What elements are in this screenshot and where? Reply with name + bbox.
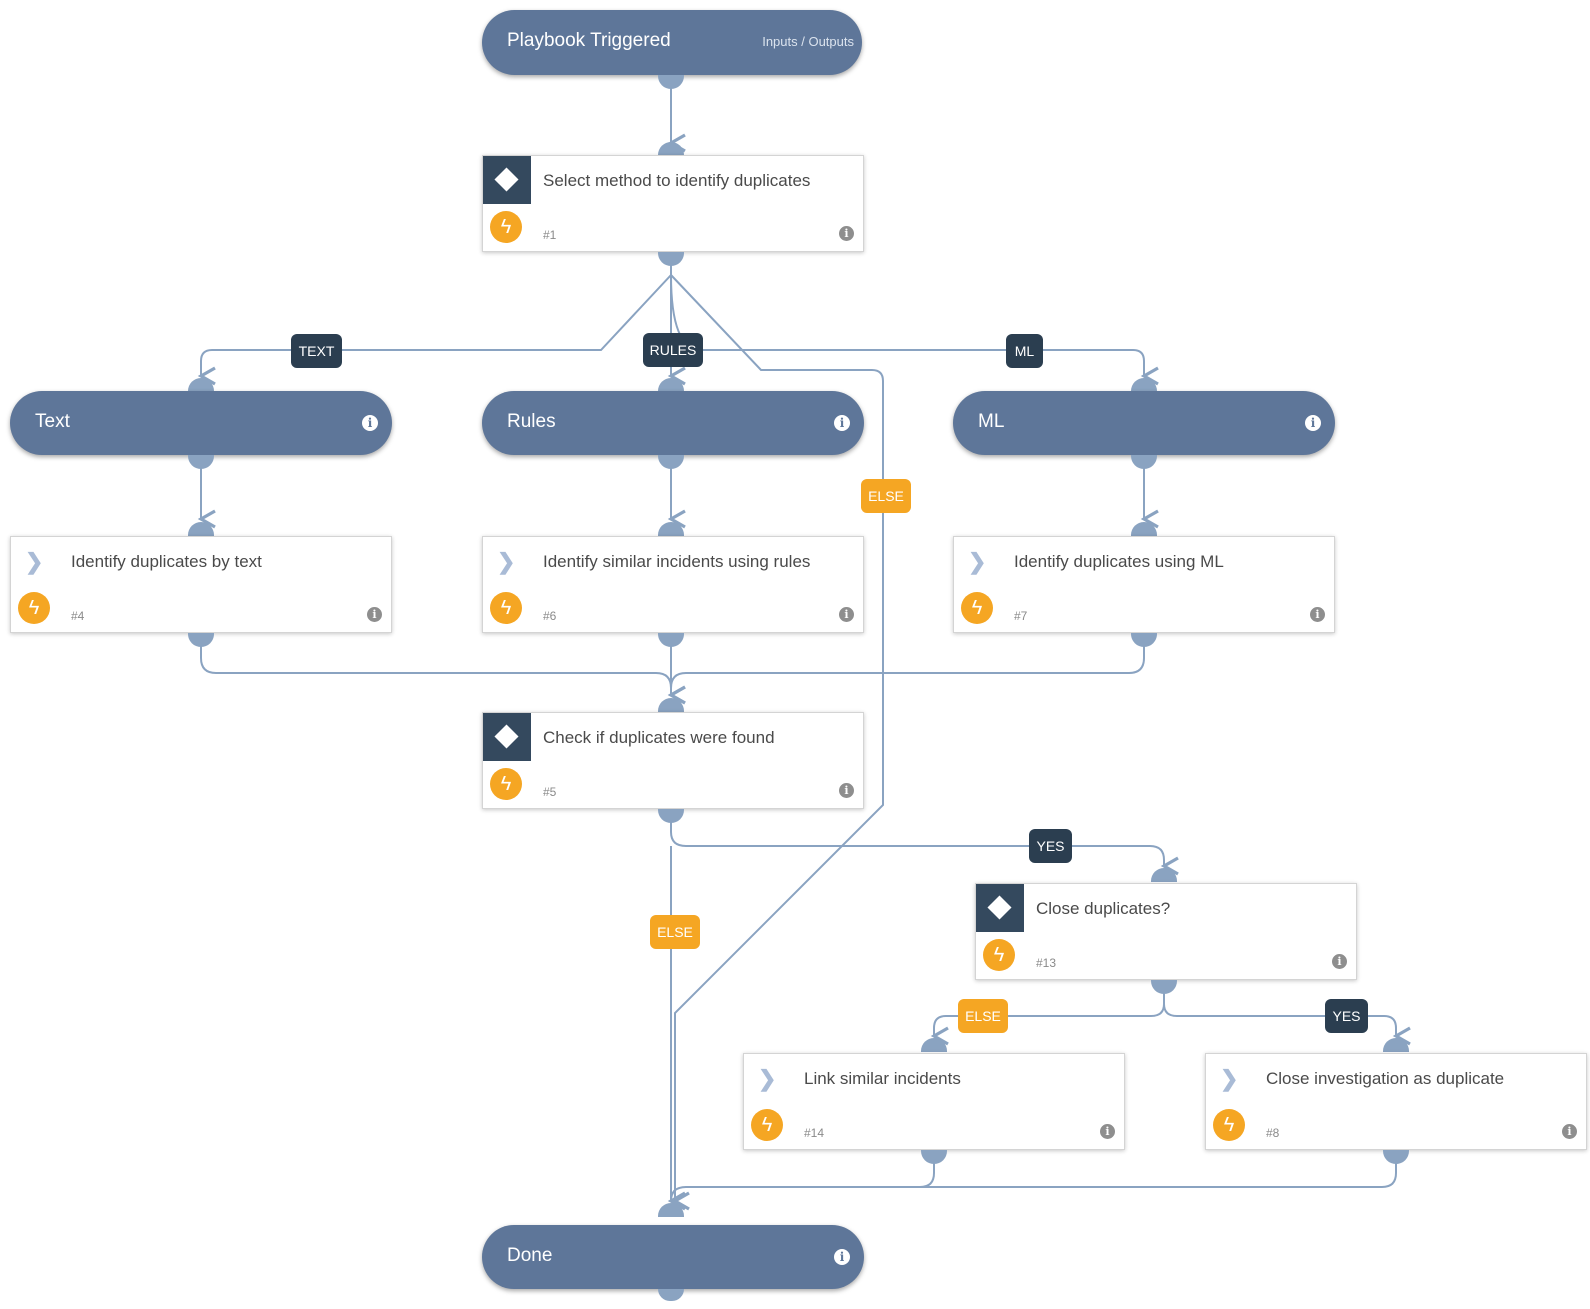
branch-label-yes: YES <box>1325 999 1368 1033</box>
port-out[interactable] <box>188 455 214 469</box>
inputs-outputs-link[interactable]: Inputs / Outputs <box>762 34 854 49</box>
port-in[interactable] <box>1151 868 1177 882</box>
section-text[interactable]: Text i <box>10 391 392 455</box>
info-icon[interactable]: i <box>834 1249 850 1265</box>
task-card-link-similar[interactable]: ❯ ϟ Link similar incidents #14 i <box>743 1053 1125 1150</box>
section-title: Rules <box>507 411 556 432</box>
info-icon[interactable]: i <box>839 607 854 622</box>
task-number: #7 <box>1014 609 1028 623</box>
info-icon[interactable]: i <box>834 415 850 431</box>
done-node[interactable]: Done i <box>482 1225 864 1289</box>
branch-label-rules: RULES <box>643 333 703 367</box>
task-title: Close investigation as duplicate <box>1266 1069 1505 1088</box>
port-out[interactable] <box>1131 455 1157 469</box>
port-out[interactable] <box>1151 980 1177 994</box>
lightning-bolt-icon: ϟ <box>961 592 993 624</box>
port-out[interactable] <box>658 809 684 823</box>
info-icon[interactable]: i <box>839 226 854 241</box>
playbook-triggered-title: Playbook Triggered <box>507 30 671 51</box>
info-icon[interactable]: i <box>1332 954 1347 969</box>
port-out[interactable] <box>658 633 684 647</box>
lightning-bolt-icon: ϟ <box>490 768 522 800</box>
port-in[interactable] <box>658 142 684 156</box>
info-icon[interactable]: i <box>1305 415 1321 431</box>
task-card-identify-ml[interactable]: ❯ ϟ Identify duplicates using ML #7 i <box>953 536 1335 633</box>
diamond-icon <box>483 713 531 761</box>
lightning-bolt-icon: ϟ <box>751 1109 783 1141</box>
info-icon[interactable]: i <box>1310 607 1325 622</box>
task-title: Identify duplicates using ML <box>1014 552 1224 571</box>
task-number: #13 <box>1036 956 1057 970</box>
info-icon[interactable]: i <box>362 415 378 431</box>
task-card-identify-text[interactable]: ❯ ϟ Identify duplicates by text #4 i <box>10 536 392 633</box>
task-card-close-duplicates[interactable]: ϟ Close duplicates? #13 i <box>975 883 1357 980</box>
task-title: Check if duplicates were found <box>543 728 775 747</box>
lightning-bolt-icon: ϟ <box>983 939 1015 971</box>
port-in[interactable] <box>1131 378 1157 392</box>
chevron-right-icon: ❯ <box>758 1066 777 1091</box>
port-out[interactable] <box>188 633 214 647</box>
section-title: ML <box>978 411 1005 432</box>
task-number: #1 <box>543 228 557 242</box>
task-card-select-method[interactable]: ϟ Select method to identify duplicates #… <box>482 155 864 252</box>
info-icon[interactable]: i <box>1100 1124 1115 1139</box>
diamond-icon <box>483 156 531 204</box>
info-icon[interactable]: i <box>367 607 382 622</box>
port-in[interactable] <box>921 1038 947 1052</box>
lightning-bolt-icon: ϟ <box>490 211 522 243</box>
section-rules[interactable]: Rules i <box>482 391 864 455</box>
info-icon[interactable]: i <box>1562 1124 1577 1139</box>
task-card-close-investigation[interactable]: ❯ ϟ Close investigation as duplicate #8 … <box>1205 1053 1587 1150</box>
branch-label-yes: YES <box>1029 829 1072 863</box>
port-in[interactable] <box>1131 522 1157 536</box>
port-out[interactable] <box>921 1150 947 1164</box>
port-in[interactable] <box>188 378 214 392</box>
port-out[interactable] <box>1383 1150 1409 1164</box>
chevron-right-icon: ❯ <box>25 549 44 574</box>
playbook-triggered-node[interactable]: Playbook Triggered Inputs / Outputs <box>482 10 862 75</box>
branch-label-else: ELSE <box>958 999 1008 1033</box>
port-out[interactable] <box>658 455 684 469</box>
task-number: #14 <box>804 1126 825 1140</box>
task-title: Identify similar incidents using rules <box>543 552 811 571</box>
info-icon[interactable]: i <box>839 783 854 798</box>
port-in[interactable] <box>1383 1038 1409 1052</box>
lightning-bolt-icon: ϟ <box>18 592 50 624</box>
task-number: #4 <box>71 609 85 623</box>
diamond-icon <box>976 884 1024 932</box>
task-card-identify-rules[interactable]: ❯ ϟ Identify similar incidents using rul… <box>482 536 864 633</box>
port-in[interactable] <box>658 1203 684 1217</box>
task-title: Close duplicates? <box>1036 899 1171 918</box>
lightning-bolt-icon: ϟ <box>1213 1109 1245 1141</box>
lightning-bolt-icon: ϟ <box>490 592 522 624</box>
branch-label-ml: ML <box>1006 334 1043 368</box>
port-out[interactable] <box>658 252 684 266</box>
chevron-right-icon: ❯ <box>968 549 987 574</box>
task-number: #6 <box>543 609 557 623</box>
task-card-check-found[interactable]: ϟ Check if duplicates were found #5 i <box>482 712 864 809</box>
port-out[interactable] <box>1131 633 1157 647</box>
task-title: Select method to identify duplicates <box>543 171 811 190</box>
port-in[interactable] <box>658 522 684 536</box>
section-title: Text <box>35 411 70 432</box>
done-title: Done <box>507 1245 553 1266</box>
port-in[interactable] <box>658 378 684 392</box>
port-in[interactable] <box>188 522 214 536</box>
branch-label-else: ELSE <box>650 915 700 949</box>
port-out[interactable] <box>658 1289 684 1301</box>
chevron-right-icon: ❯ <box>1220 1066 1239 1091</box>
port-out[interactable] <box>658 75 684 89</box>
task-title: Identify duplicates by text <box>71 552 262 571</box>
section-ml[interactable]: ML i <box>953 391 1335 455</box>
branch-label-text: TEXT <box>291 334 342 368</box>
task-title: Link similar incidents <box>804 1069 961 1088</box>
branch-label-else: ELSE <box>861 479 911 513</box>
task-number: #5 <box>543 785 557 799</box>
task-number: #8 <box>1266 1126 1280 1140</box>
port-in[interactable] <box>658 698 684 712</box>
chevron-right-icon: ❯ <box>497 549 516 574</box>
